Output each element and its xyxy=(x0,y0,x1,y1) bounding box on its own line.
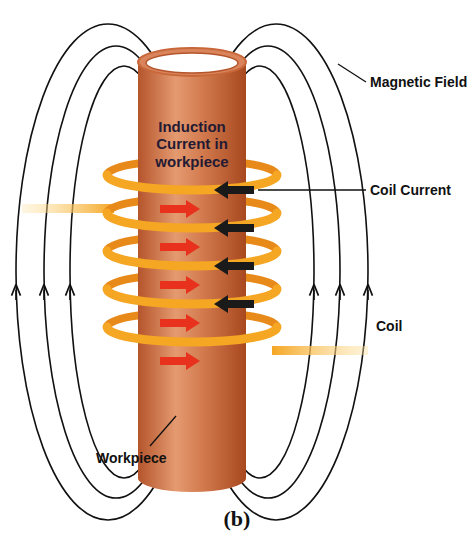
workpiece-label: Workpiece xyxy=(96,450,167,466)
coil-front xyxy=(107,175,277,342)
coil-lead xyxy=(22,204,114,213)
field-lines xyxy=(16,24,368,520)
coil-current-arrows xyxy=(214,181,254,313)
field-label: Magnetic Field xyxy=(370,74,467,90)
induction-current-arrows xyxy=(160,200,200,370)
induction-label: Induction Current in workpiece xyxy=(132,118,252,170)
coil-current-label: Coil Current xyxy=(370,182,451,198)
coil-label: Coil xyxy=(376,318,402,334)
subfigure-label: (b) xyxy=(224,506,251,531)
coil-lead xyxy=(272,346,368,355)
